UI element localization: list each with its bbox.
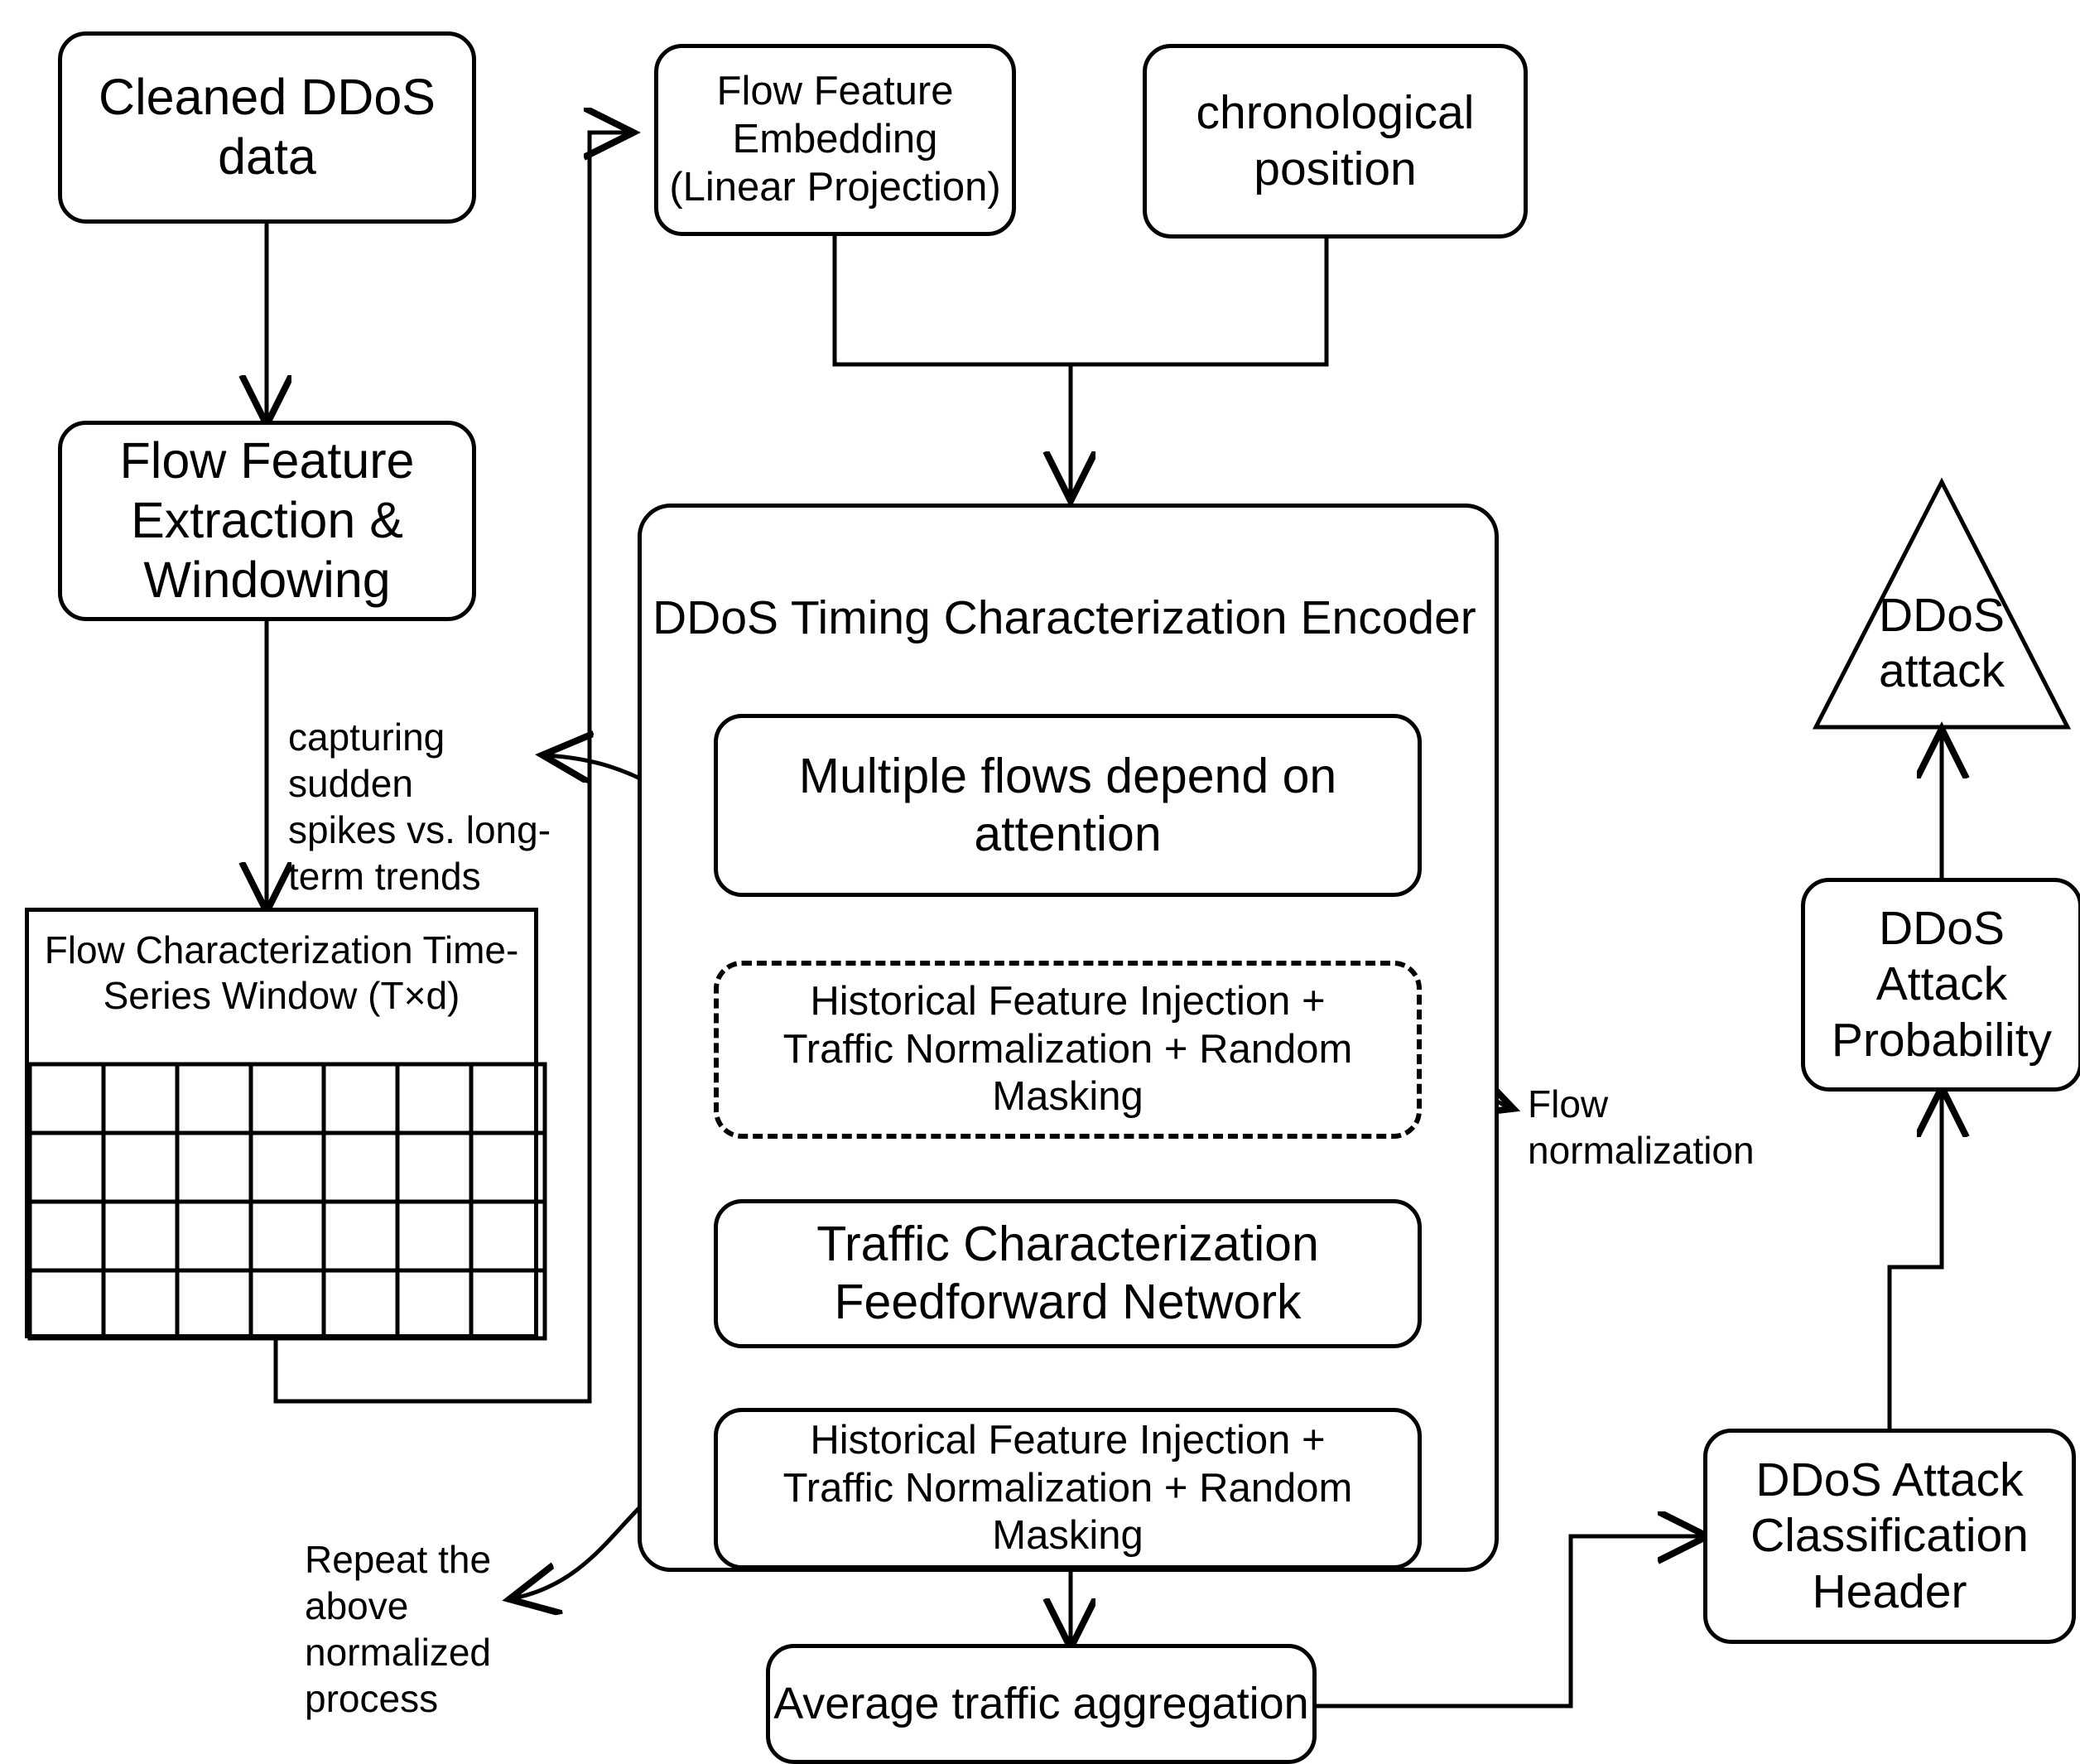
annotation-repeat-process: Repeat the above normalized process xyxy=(305,1538,492,1721)
annotation-capturing-spikes: capturing sudden spikes vs. long- term t… xyxy=(288,716,551,899)
node-classification-header[interactable]: DDoS Attack Classification Header xyxy=(1703,1429,2076,1644)
node-feedforward-network[interactable]: Traffic Characterization Feedforward Net… xyxy=(714,1199,1422,1348)
ddos-attack-label: DDoS attack xyxy=(1878,589,2005,698)
node-flow-feature-extraction[interactable]: Flow Feature Extraction & Windowing xyxy=(58,421,476,621)
node-average-traffic-aggregation[interactable]: Average traffic aggregation xyxy=(766,1644,1317,1764)
encoder-title: DDoS Timing Characterization Encoder xyxy=(652,591,1476,644)
node-chronological-position[interactable]: chronological position xyxy=(1143,44,1528,239)
node-multihead-attention[interactable]: Multiple flows depend on attention xyxy=(714,714,1422,897)
node-attack-probability[interactable]: DDoS Attack Probability xyxy=(1801,878,2080,1092)
annotation-flow-normalization: Flow normalization xyxy=(1528,1082,1755,1173)
node-flow-feature-embedding[interactable]: Flow Feature Embedding (Linear Projectio… xyxy=(654,44,1016,236)
node-addnorm-top[interactable]: Historical Feature Injection + Traffic N… xyxy=(714,961,1422,1139)
node-cleaned-ddos-data[interactable]: Cleaned DDoS data xyxy=(58,31,476,224)
wire-header-to-probability xyxy=(1887,1092,1942,1437)
time-series-window-title: Flow Characterization Time- Series Windo… xyxy=(44,928,519,1018)
node-addnorm-bottom[interactable]: Historical Feature Injection + Traffic N… xyxy=(714,1408,1422,1569)
